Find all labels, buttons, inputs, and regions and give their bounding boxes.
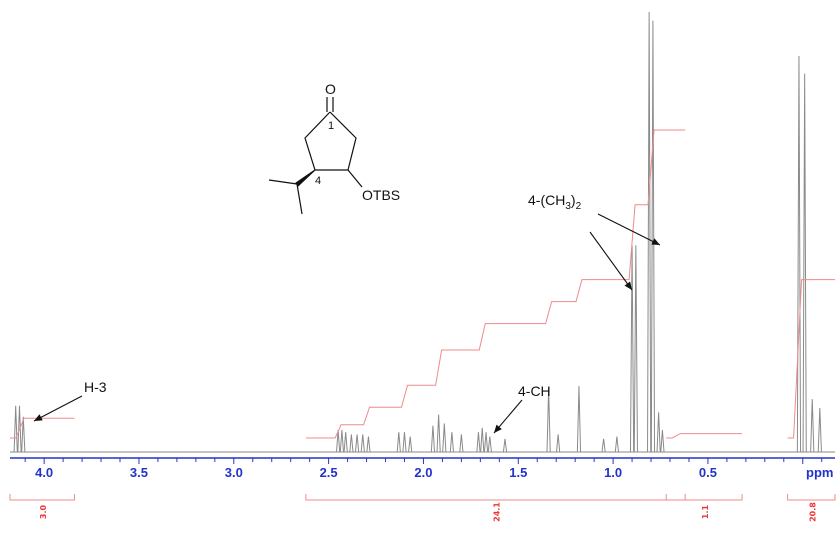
spectrum-peak <box>449 432 454 453</box>
integral-bracket <box>305 494 686 501</box>
annotation-4ch3-sub: 3 <box>565 201 571 212</box>
integral-value-label: 1.1 <box>701 504 710 519</box>
molecule-structure <box>268 97 363 215</box>
spectrum-peak <box>339 429 344 453</box>
spectrum-peak <box>556 434 561 453</box>
spectrum-peak <box>430 425 436 453</box>
annotation-arrow-head <box>624 281 632 290</box>
spectrum-peak <box>650 20 656 453</box>
spectrum-peak <box>408 436 413 453</box>
spectrum-peak <box>436 414 441 453</box>
integral-curve <box>787 279 835 439</box>
tick-label: 1.5 <box>509 465 527 480</box>
spectrum-peak <box>487 436 492 453</box>
spectrum-peak <box>476 432 481 453</box>
otbs-substituent-label: OTBS <box>362 187 400 203</box>
spectrum-peak <box>21 416 26 453</box>
annotation-arrow-line <box>33 395 83 422</box>
x-axis-label: ppm <box>806 465 833 480</box>
tick-label: 4.0 <box>35 465 53 480</box>
spectrum-peak <box>546 388 551 453</box>
annotation-4ch3-sub2: 2 <box>576 201 582 212</box>
integral-curves: 3.0 24.1 1.1 20.8 <box>9 129 836 522</box>
spectrum-peak <box>459 434 464 453</box>
spectrum-peak <box>13 405 18 453</box>
spectrum-peak <box>614 436 619 453</box>
annotation-arrow-head <box>494 424 502 433</box>
spectrum-peak <box>360 434 365 453</box>
annotation-arrow-line <box>589 231 633 291</box>
spectrum-peak <box>817 407 822 453</box>
spectrum-peak <box>660 429 665 453</box>
integral-curve <box>305 129 686 439</box>
integral-curve <box>666 433 743 439</box>
carbon-4-label: 4 <box>315 175 321 187</box>
spectrum-peak <box>366 436 371 453</box>
annotation-arrow-head <box>651 238 660 245</box>
spectrum-peak <box>601 438 606 453</box>
annotation-arrow-line <box>597 213 661 246</box>
spectrum-peak <box>354 434 360 453</box>
spectrum-peak <box>796 55 802 453</box>
annotation-arrow-head <box>34 414 43 421</box>
integral-value-label: 24.1 <box>493 502 502 522</box>
spectrum-peak <box>576 385 582 453</box>
tick-label: 0.5 <box>699 465 717 480</box>
integral-bracket <box>665 494 743 501</box>
spectrum-peak <box>633 245 638 453</box>
integral-bracket <box>9 494 75 501</box>
annotation-4ch3-prefix: 4-(CH <box>528 192 565 208</box>
spectrum-peak <box>810 399 815 453</box>
spectrum-peak <box>480 427 485 453</box>
spectrum-peak <box>343 432 348 453</box>
spectrum-peak <box>647 11 652 453</box>
annotation-4ch3-tail: ) <box>571 192 576 208</box>
spectrum-peak <box>502 438 508 453</box>
spectrum-peak <box>442 423 447 453</box>
tick-label: 1.0 <box>604 465 622 480</box>
spectrum-peak <box>629 245 635 453</box>
spectrum-peak <box>17 405 22 453</box>
integral-value-label: 3.0 <box>39 504 48 519</box>
integral-bracket <box>787 494 836 501</box>
integral-curve <box>10 417 75 439</box>
tick-label: 2.0 <box>414 465 432 480</box>
spectrum-peak <box>402 432 407 453</box>
spectrum-trace <box>10 11 835 453</box>
carbonyl-oxygen-label: O <box>325 81 336 97</box>
carbon-1-label: 1 <box>328 120 334 132</box>
ppm-axis: 4.0 3.5 3.0 2.5 2.0 1.5 1.0 0.5 <box>10 457 835 480</box>
tick-label: 3.0 <box>225 465 243 480</box>
spectrum-peak <box>483 432 489 453</box>
annotation-4ch: 4-CH <box>518 383 551 399</box>
annotation-4ch3-2: 4-(CH3)2 <box>528 192 582 212</box>
peak-annotations <box>33 213 661 434</box>
annotation-h3: H-3 <box>84 379 107 395</box>
tick-label: 2.5 <box>320 465 338 480</box>
integral-value-label: 20.8 <box>808 502 817 522</box>
tick-label: 3.5 <box>130 465 148 480</box>
spectrum-peak <box>396 432 401 453</box>
spectrum-peak <box>349 434 354 453</box>
spectrum-peak <box>336 429 341 453</box>
spectrum-peak <box>802 73 807 453</box>
spectrum-peak <box>656 412 661 453</box>
